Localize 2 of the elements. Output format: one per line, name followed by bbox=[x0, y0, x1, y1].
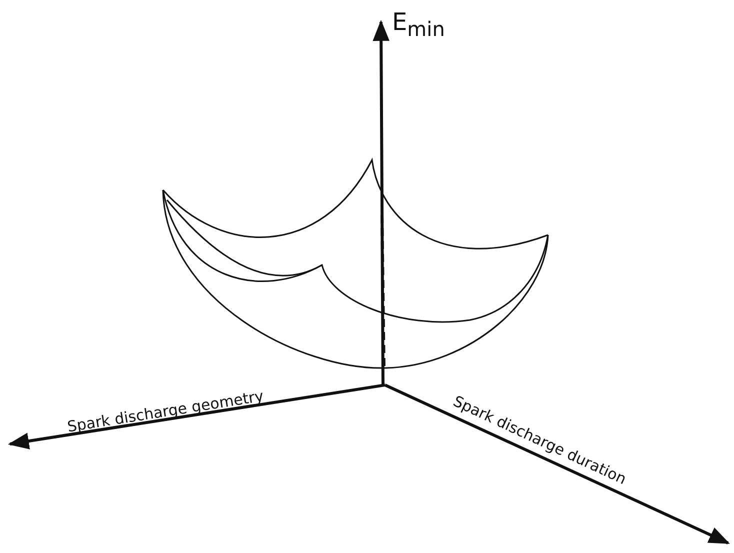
axis-label: E$_{min}$ bbox=[392, 8, 445, 41]
axis-label: Spark discharge geometry bbox=[66, 386, 265, 436]
